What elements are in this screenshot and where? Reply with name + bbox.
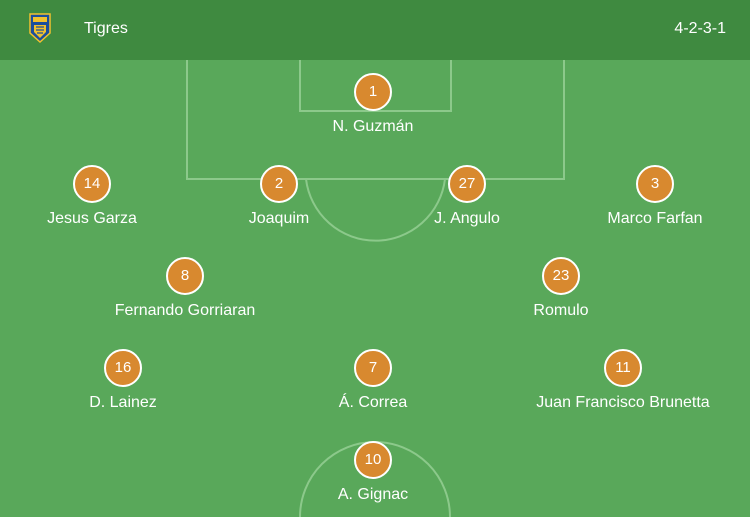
penalty-arc bbox=[305, 178, 446, 242]
shirt-number: 7 bbox=[354, 349, 392, 387]
shirt-number: 10 bbox=[354, 441, 392, 479]
shirt-number: 8 bbox=[166, 257, 204, 295]
player-name: Romulo bbox=[533, 302, 589, 319]
player-goalkeeper[interactable]: 1 N. Guzmán bbox=[253, 73, 493, 137]
shirt-number: 1 bbox=[354, 73, 392, 111]
player-midfielder[interactable]: 8 Fernando Gorriaran bbox=[65, 257, 305, 321]
player-name: D. Lainez bbox=[89, 394, 157, 411]
player-name: J. Angulo bbox=[434, 210, 500, 227]
player-attacking-midfielder[interactable]: 7 Á. Correa bbox=[253, 349, 493, 413]
team-name: Tigres bbox=[84, 20, 128, 37]
player-attacking-midfielder[interactable]: 16 D. Lainez bbox=[3, 349, 243, 413]
shirt-number: 2 bbox=[260, 165, 298, 203]
player-name: Marco Farfan bbox=[607, 210, 703, 227]
shirt-number: 27 bbox=[448, 165, 486, 203]
player-attacking-midfielder[interactable]: 11 Juan Francisco Brunetta bbox=[503, 349, 743, 413]
penalty-area bbox=[186, 60, 565, 180]
player-defender[interactable]: 14 Jesus Garza bbox=[0, 165, 212, 229]
tigres-crest-icon bbox=[29, 13, 51, 43]
player-name: Fernando Gorriaran bbox=[114, 302, 256, 319]
pitch: 1 N. Guzmán 14 Jesus Garza 2 Joaquim 27 … bbox=[0, 60, 750, 517]
player-name: N. Guzmán bbox=[332, 118, 414, 135]
player-forward[interactable]: 10 A. Gignac bbox=[253, 441, 493, 505]
player-name: Á. Correa bbox=[338, 394, 408, 411]
shirt-number: 3 bbox=[636, 165, 674, 203]
formation-label: 4-2-3-1 bbox=[674, 20, 726, 37]
player-defender[interactable]: 27 J. Angulo bbox=[347, 165, 587, 229]
player-defender[interactable]: 2 Joaquim bbox=[159, 165, 399, 229]
player-name: Juan Francisco Brunetta bbox=[536, 394, 710, 411]
team-header: Tigres 4-2-3-1 bbox=[0, 0, 750, 60]
player-midfielder[interactable]: 23 Romulo bbox=[441, 257, 681, 321]
player-name: Jesus Garza bbox=[47, 210, 137, 227]
player-defender[interactable]: 3 Marco Farfan bbox=[535, 165, 750, 229]
shirt-number: 23 bbox=[542, 257, 580, 295]
shirt-number: 11 bbox=[604, 349, 642, 387]
shirt-number: 14 bbox=[73, 165, 111, 203]
pitch-markings bbox=[186, 60, 565, 517]
player-name: Joaquim bbox=[248, 210, 310, 227]
shirt-number: 16 bbox=[104, 349, 142, 387]
goal-area bbox=[299, 60, 452, 112]
player-name: A. Gignac bbox=[337, 486, 409, 503]
